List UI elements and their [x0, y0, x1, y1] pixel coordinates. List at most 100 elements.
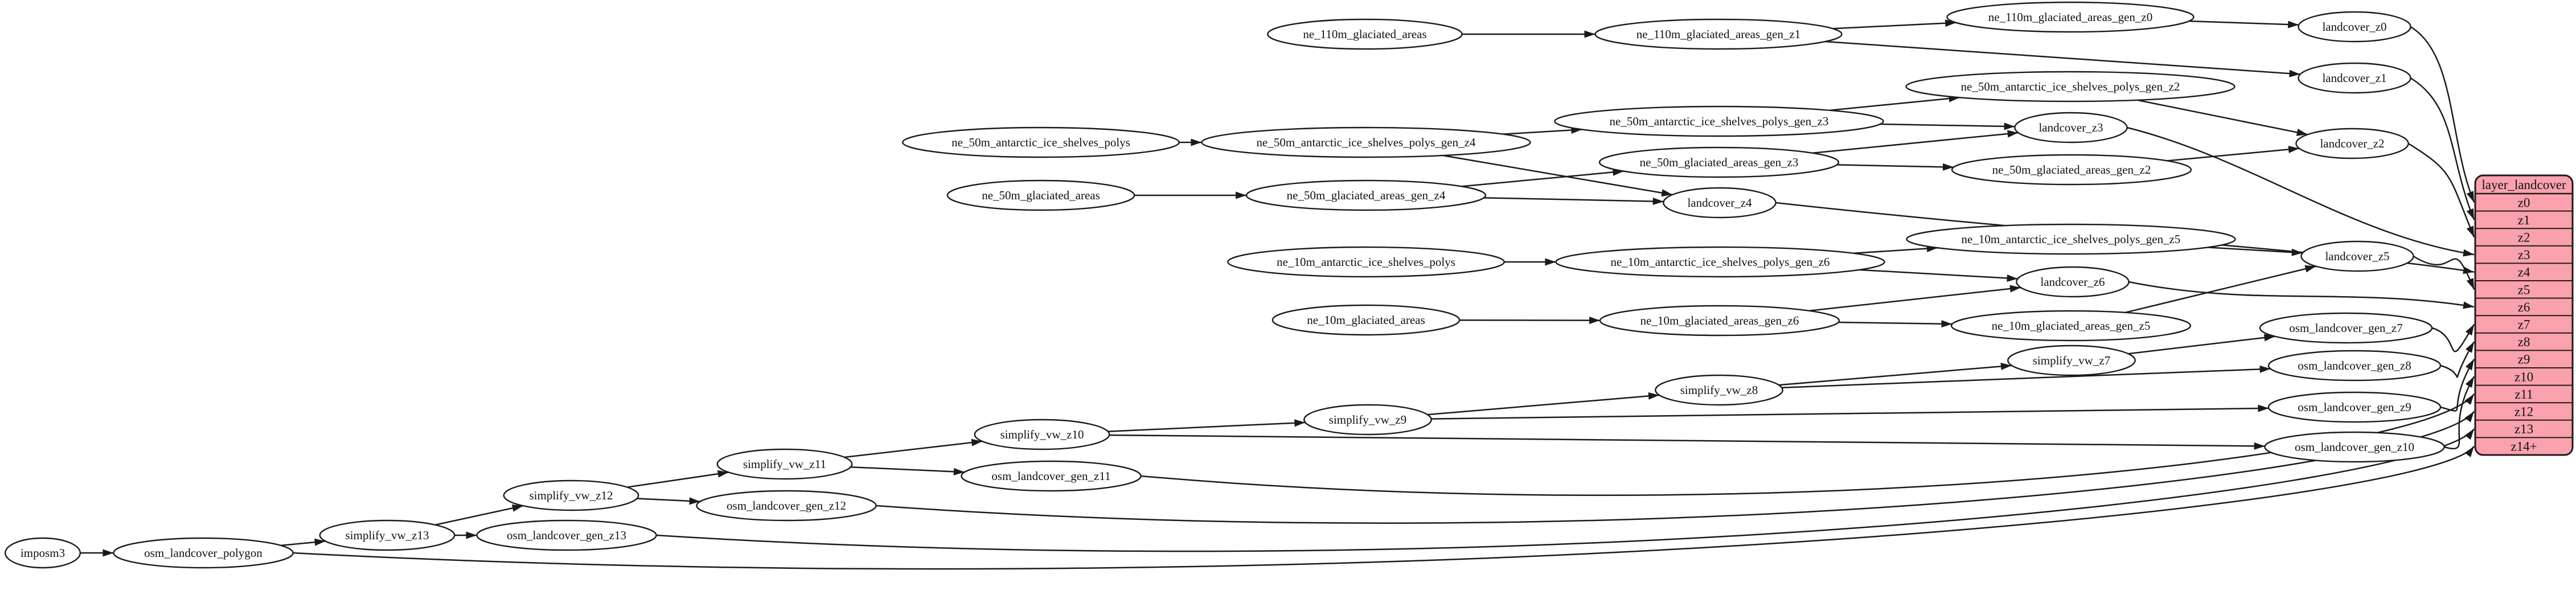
node-ne_10m_glaciated_areas: ne_10m_glaciated_areas — [1271, 304, 1461, 336]
node-osm_landcover_gen_z12: osm_landcover_gen_z12 — [696, 490, 877, 522]
node-osm_landcover_polygon: osm_landcover_polygon — [113, 537, 294, 569]
edge-landcover_z5-to-layer-z5 — [2413, 255, 2475, 290]
node-ne_110m_glaciated_areas: ne_110m_glaciated_areas — [1267, 18, 1463, 50]
table-row-z6: z6 — [2475, 297, 2573, 314]
node-label: simplify_vw_z10 — [1000, 428, 1084, 441]
edge-ne_10m_antarctic_ice_shelves_polys_gen_z6-to-ne_10m_antarctic_ice_shelves_polys_gen_z5 — [1853, 244, 1938, 255]
edge-simplify_vw_z12-to-osm_landcover_gen_z12 — [637, 497, 700, 505]
node-ne_50m_antarctic_ice_shelves_polys_gen_z3: ne_50m_antarctic_ice_shelves_polys_gen_z… — [1554, 105, 1884, 137]
node-ellipse — [319, 519, 456, 551]
node-ne_50m_glaciated_areas: ne_50m_glaciated_areas — [946, 179, 1135, 211]
edge-simplify_vw_z8-to-simplify_vw_z7 — [1778, 362, 2012, 386]
node-ellipse — [1594, 18, 1843, 50]
node-landcover_z4: landcover_z4 — [1663, 187, 1777, 219]
node-label: ne_110m_glaciated_areas_gen_z0 — [1988, 10, 2152, 24]
node-label: osm_landcover_gen_z9 — [2298, 400, 2411, 414]
node-label: ne_10m_antarctic_ice_shelves_polys — [1277, 255, 1455, 269]
table-row-z13: z13 — [2475, 419, 2573, 436]
node-ellipse — [503, 479, 639, 511]
edge-osm_landcover_gen_z10-to-layer-z10 — [2444, 376, 2475, 450]
node-ellipse — [2016, 266, 2130, 298]
edge-simplify_vw_z9-to-osm_landcover_gen_z9 — [1431, 404, 2269, 420]
node-ne_110m_glaciated_areas_gen_z1: ne_110m_glaciated_areas_gen_z1 — [1594, 18, 1843, 50]
edge-simplify_vw_z10-to-simplify_vw_z9 — [1107, 419, 1306, 432]
edge-simplify_vw_z10-to-osm_landcover_gen_z10 — [1109, 434, 2265, 450]
node-ellipse — [696, 490, 877, 522]
node-ellipse — [1599, 305, 1840, 337]
node-ellipse — [1555, 246, 1885, 278]
node-osm_landcover_gen_z9: osm_landcover_gen_z9 — [2267, 391, 2442, 423]
table-row-label: z8 — [2518, 335, 2530, 349]
node-osm_landcover_gen_z11: osm_landcover_gen_z11 — [961, 460, 1142, 492]
node-ellipse — [1951, 154, 2192, 186]
node-label: ne_50m_glaciated_areas_gen_z2 — [1992, 163, 2151, 177]
edge-osm_landcover_gen_z7-to-layer-z7 — [2431, 323, 2475, 352]
node-ellipse — [1303, 404, 1432, 436]
edge-simplify_vw_z7-to-osm_landcover_gen_z7 — [2128, 334, 2275, 355]
edge-ne_50m_glaciated_areas_gen_z3-to-ne_50m_glaciated_areas_gen_z2 — [1836, 163, 1954, 171]
table-row-z5: z5 — [2475, 280, 2573, 297]
node-ne_50m_glaciated_areas_gen_z2: ne_50m_glaciated_areas_gen_z2 — [1951, 154, 2192, 186]
table-row-z3: z3 — [2475, 245, 2573, 262]
edge-simplify_vw_z8-to-osm_landcover_gen_z8 — [1782, 365, 2271, 389]
table-row-z0: z0 — [2518, 195, 2530, 210]
node-ellipse — [974, 419, 1110, 450]
edge-simplify_vw_z11-to-simplify_vw_z10 — [844, 438, 983, 458]
node-label: ne_50m_glaciated_areas_gen_z4 — [1287, 188, 1446, 202]
table-row-label: z4 — [2518, 265, 2530, 280]
table-row-label: z0 — [2518, 195, 2530, 210]
node-ellipse — [113, 537, 294, 569]
table-row-label: z11 — [2515, 387, 2533, 401]
table-row-label: z5 — [2518, 282, 2530, 297]
table-row-label: z3 — [2518, 248, 2530, 262]
edge-osm_landcover_gen_z8-to-layer-z8 — [2440, 341, 2475, 378]
table-row-z10: z10 — [2475, 367, 2573, 384]
node-label: simplify_vw_z7 — [2033, 354, 2111, 367]
table-row-z14+: z14+ — [2475, 437, 2573, 454]
node-label: osm_landcover_polygon — [144, 546, 262, 560]
node-ne_50m_glaciated_areas_gen_z4: ne_50m_glaciated_areas_gen_z4 — [1245, 179, 1487, 211]
node-label: simplify_vw_z8 — [1680, 383, 1758, 397]
node-ellipse — [2007, 345, 2136, 376]
node-label: landcover_z0 — [2322, 20, 2386, 34]
edge-ne_110m_glaciated_areas_gen_z1-to-ne_110m_glaciated_areas_gen_z0 — [1832, 19, 1956, 30]
node-label: osm_landcover_gen_z12 — [727, 499, 846, 512]
table-row-label: z9 — [2518, 352, 2530, 367]
edge-landcover_z6-to-layer-z6 — [2128, 281, 2475, 309]
node-ne_10m_glaciated_areas_gen_z5: ne_10m_glaciated_areas_gen_z5 — [1950, 310, 2192, 342]
node-ellipse — [2298, 62, 2411, 94]
edge-ne_10m_glaciated_areas_gen_z6-to-ne_10m_glaciated_areas_gen_z5 — [1838, 320, 1952, 328]
node-label: osm_landcover_gen_z11 — [991, 469, 1110, 483]
node-label: imposm3 — [20, 546, 65, 560]
edge-ne_50m_antarctic_ice_shelves_polys_gen_z4-to-ne_50m_antarctic_ice_shelves_polys_gen_z3 — [1503, 126, 1582, 135]
edge-ne_50m_glaciated_areas_gen_z4-to-ne_50m_glaciated_areas_gen_z3 — [1461, 168, 1624, 187]
node-ellipse — [1950, 310, 2192, 342]
node-label: ne_10m_antarctic_ice_shelves_polys_gen_z… — [1611, 255, 1830, 269]
table-row-label: z10 — [2515, 370, 2533, 384]
table-row-label: z6 — [2518, 300, 2530, 314]
node-label: landcover_z1 — [2322, 71, 2386, 85]
edge-simplify_vw_z11-to-osm_landcover_gen_z11 — [850, 466, 965, 475]
node-ne_10m_antarctic_ice_shelves_polys_gen_z5: ne_10m_antarctic_ice_shelves_polys_gen_z… — [1906, 223, 2236, 255]
table-row-z9: z9 — [2475, 350, 2573, 367]
table-layer: layer_landcoverz0z1z2z3z4z5z6z7z8z9z10z1… — [2474, 174, 2574, 456]
node-label: simplify_vw_z13 — [346, 528, 429, 542]
node-ellipse — [1905, 71, 2235, 102]
nodes-layer: imposm3 osm_landcover_polygon simplify_vw_… — [4, 1, 2445, 569]
node-label: osm_landcover_gen_z8 — [2298, 359, 2411, 372]
edge-ne_50m_antarctic_ice_shelves_polys_gen_z3-to-ne_50m_antarctic_ice_shelves_polys_gen_z2 — [1830, 95, 1960, 112]
node-label: ne_110m_glaciated_areas_gen_z1 — [1636, 27, 1800, 41]
node-ellipse — [2259, 312, 2433, 344]
node-simplify_vw_z8: simplify_vw_z8 — [1655, 374, 1783, 406]
node-label: landcover_z2 — [2320, 137, 2384, 150]
node-ellipse — [902, 126, 1180, 158]
edge-ne_10m_glaciated_areas_gen_z6-to-landcover_z6 — [1809, 285, 2021, 312]
table-row-z12: z12 — [2475, 402, 2573, 419]
node-ne_50m_antarctic_ice_shelves_polys: ne_50m_antarctic_ice_shelves_polys — [902, 126, 1180, 158]
node-label: ne_50m_antarctic_ice_shelves_polys_gen_z… — [1257, 136, 1476, 149]
layer-table-title: layer_landcover — [2481, 178, 2566, 192]
table-row-z1: z1 — [2475, 210, 2573, 227]
node-ne_10m_glaciated_areas_gen_z6: ne_10m_glaciated_areas_gen_z6 — [1599, 305, 1840, 337]
